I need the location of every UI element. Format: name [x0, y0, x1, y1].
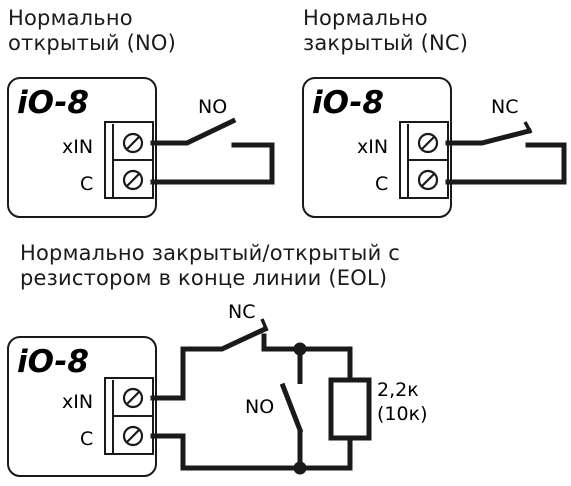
no-device-model: iO-8: [17, 85, 89, 121]
eol-wire-return: [150, 433, 353, 471]
nc-screw-c-icon: [417, 169, 439, 191]
eol-terminal-block: [104, 377, 154, 455]
nc-device-model: iO-8: [312, 85, 384, 121]
eol-resistor-value-alt: (10к): [377, 403, 427, 425]
eol-device-box: [7, 336, 157, 477]
nc-wire-return: [445, 142, 567, 185]
eol-screw-xin-icon: [122, 387, 144, 409]
nc-section-title-line2: закрытый (NC): [303, 31, 469, 55]
no-screw-c-icon: [122, 169, 144, 191]
eol-nc-contact-tick: [260, 318, 269, 332]
nc-switch-label: NC: [491, 96, 518, 118]
eol-section-title-line2: резистором в конце линии (EOL): [20, 266, 388, 290]
eol-terminal-xin-label: xIN: [62, 391, 93, 413]
eol-wire-top-node: [261, 333, 353, 383]
no-terminal-block: [104, 121, 154, 199]
eol-resistor: [328, 377, 372, 441]
eol-no-switch-label: NO: [245, 396, 274, 418]
nc-diagram: iO-8 xIN C NC: [302, 77, 567, 218]
eol-diagram: iO-8 xIN C NC NO 2,2к (10к): [7, 301, 427, 477]
eol-no-switch-blade: [279, 382, 304, 434]
nc-terminal-xin-label: xIN: [357, 136, 388, 158]
nc-screw-xin-icon: [417, 132, 439, 154]
eol-section-title-line1: Нормально закрытый/открытый с: [20, 241, 401, 265]
no-wire-top: [150, 117, 237, 146]
no-diagram: iO-8 xIN C NO: [7, 77, 275, 218]
no-terminal-c-label: C: [80, 173, 93, 195]
nc-section-title-line1: Нормально: [303, 6, 428, 30]
no-section-title-line1: Нормально: [8, 6, 133, 30]
eol-screw-c-icon: [122, 425, 144, 447]
no-section-title-line2: открытый (NO): [8, 31, 177, 55]
nc-terminal-block: [399, 121, 449, 199]
eol-terminal-c-label: C: [80, 428, 93, 450]
no-switch-label: NO: [198, 96, 227, 118]
nc-device-box: [302, 77, 452, 218]
eol-top-junction: [293, 342, 307, 356]
eol-wire-xin: [150, 325, 269, 401]
no-device-box: [7, 77, 157, 218]
eol-device-model: iO-8: [17, 344, 89, 380]
eol-bottom-junction: [293, 461, 307, 475]
eol-nc-switch-label: NC: [228, 301, 255, 323]
eol-resistor-value: 2,2к: [377, 379, 419, 401]
nc-contact-tick: [523, 121, 533, 134]
no-screw-xin-icon: [122, 132, 144, 154]
no-wire-return: [150, 142, 275, 185]
no-terminal-xin-label: xIN: [62, 136, 93, 158]
nc-terminal-c-label: C: [375, 173, 388, 195]
nc-wire-top: [445, 127, 533, 146]
